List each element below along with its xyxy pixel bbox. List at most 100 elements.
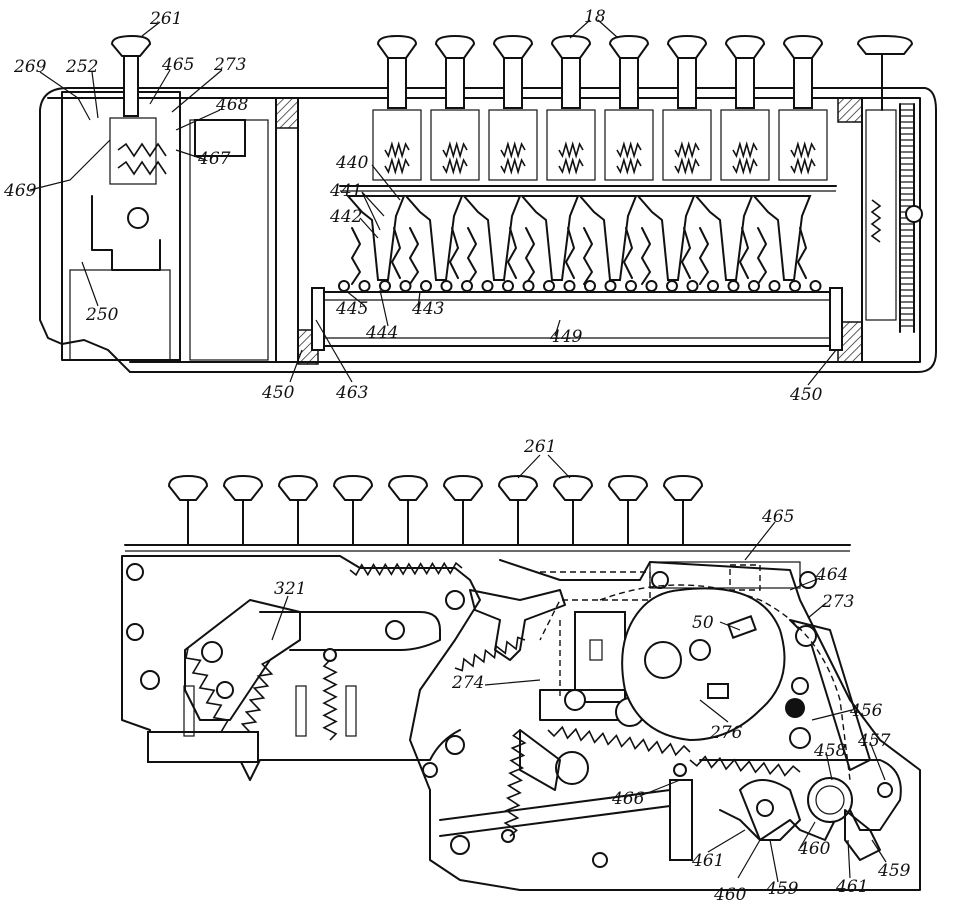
top-figure <box>39 34 937 373</box>
label-443: 443 <box>411 299 444 319</box>
label-464: 464 <box>815 565 848 585</box>
label-449: 449 <box>549 327 583 347</box>
key-18-6 <box>662 34 712 181</box>
roller-7 <box>461 280 473 292</box>
label-467: 467 <box>197 149 231 169</box>
cam-segment-1 <box>345 195 406 285</box>
label-440: 440 <box>335 153 369 173</box>
label-441: 441 <box>329 181 362 201</box>
roller-15 <box>625 280 637 292</box>
roller-5 <box>420 280 432 292</box>
label-18: 18 <box>584 7 606 27</box>
key-261-5 <box>387 474 429 546</box>
roller-18 <box>686 280 699 292</box>
cam-segment-6 <box>635 195 696 285</box>
label-459-right: 459 <box>877 861 911 881</box>
key-261-7 <box>497 474 539 546</box>
label-450-left: 450 <box>261 383 295 403</box>
key-261-4 <box>332 474 374 546</box>
label-261-top: 261 <box>149 9 182 29</box>
housing-outline <box>39 87 937 373</box>
reference-numerals: 261 18 269 252 465 273 468 467 469 440 4… <box>3 7 911 905</box>
key-row-261 <box>167 474 704 546</box>
label-456: 456 <box>849 701 883 721</box>
roller-10 <box>522 280 535 292</box>
cam-segment-4 <box>519 195 580 285</box>
key-18-3 <box>488 34 538 181</box>
key-261-3 <box>277 474 319 546</box>
label-444: 444 <box>365 323 398 343</box>
roller-1 <box>338 280 350 292</box>
label-458: 458 <box>813 741 847 761</box>
roller-21 <box>748 280 760 292</box>
roller-14 <box>604 280 617 292</box>
roller-8 <box>481 280 494 292</box>
mid-bracket <box>194 119 246 157</box>
shaft-458 <box>807 777 853 823</box>
label-466: 466 <box>611 789 645 809</box>
label-465-top: 465 <box>161 55 194 75</box>
label-274: 274 <box>451 673 484 693</box>
roller-3 <box>379 280 391 292</box>
cam-segment-8 <box>751 195 812 285</box>
slide-block <box>574 611 626 703</box>
key-261-1 <box>167 474 209 546</box>
leader-lines <box>29 19 887 883</box>
label-461-left: 461 <box>691 851 724 871</box>
dashed-465 <box>729 564 761 591</box>
roller-22 <box>768 280 781 292</box>
roller-23 <box>789 280 801 292</box>
label-252: 252 <box>65 57 98 77</box>
left-roller <box>127 207 149 229</box>
roller-17 <box>666 280 678 292</box>
lever-321 <box>184 599 301 721</box>
label-460-left: 460 <box>713 885 747 905</box>
key-18-2 <box>430 34 480 181</box>
cam-segment-7 <box>693 195 754 285</box>
pin-50 <box>727 615 757 639</box>
roller-4 <box>399 280 412 292</box>
label-459-left: 459 <box>765 879 799 899</box>
label-465-bottom: 465 <box>761 507 794 527</box>
link-274 <box>469 589 566 661</box>
bottom-figure <box>121 474 921 891</box>
right-frame <box>865 109 897 321</box>
label-276: 276 <box>709 723 743 743</box>
roller-2 <box>358 280 371 292</box>
key-row-18 <box>372 34 828 181</box>
label-450-right: 450 <box>789 385 823 405</box>
label-457: 457 <box>857 731 891 751</box>
label-461-right: 461 <box>835 877 868 897</box>
label-269: 269 <box>13 57 47 77</box>
left-block <box>69 269 171 361</box>
key-261-2 <box>222 474 264 546</box>
label-261-bottom: 261 <box>523 437 556 457</box>
housing-inner <box>47 97 921 363</box>
label-321: 321 <box>274 579 306 599</box>
label-273-top: 273 <box>213 55 246 75</box>
right-key-cap <box>856 34 914 55</box>
label-273-bottom: 273 <box>821 592 854 612</box>
roller-19 <box>707 280 719 292</box>
cam-segments <box>345 195 812 285</box>
label-442: 442 <box>329 207 362 227</box>
key-18-4 <box>546 34 596 181</box>
left-compartment <box>61 91 181 361</box>
label-50: 50 <box>692 613 714 633</box>
roller-6 <box>440 280 453 292</box>
key-18-5 <box>604 34 654 181</box>
key-261-6 <box>442 474 484 546</box>
key-261-8 <box>552 474 594 546</box>
cam-segment-3 <box>461 195 522 285</box>
hatched-block-upper-left <box>275 97 299 129</box>
roller-11 <box>543 280 555 292</box>
label-460-right: 460 <box>797 839 831 859</box>
lower-right-link <box>699 759 902 841</box>
key-18-8 <box>778 34 828 181</box>
roller-16 <box>645 280 658 292</box>
key-18-1 <box>372 34 422 181</box>
label-463: 463 <box>335 383 368 403</box>
hatched-block-upper-right <box>837 97 863 123</box>
